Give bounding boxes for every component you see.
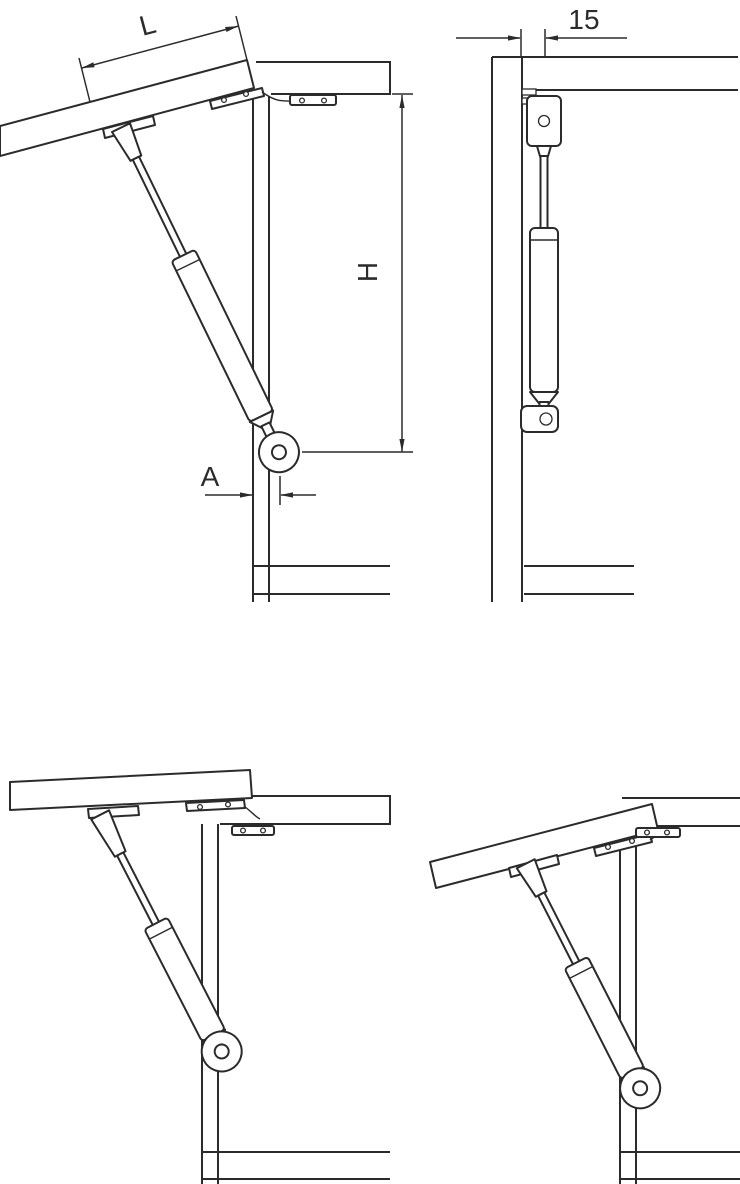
screw-icon xyxy=(239,827,247,834)
screw-icon xyxy=(628,837,636,845)
cabinet-top-board xyxy=(256,61,391,95)
screw-icon xyxy=(224,801,232,808)
pivot-pin xyxy=(537,114,551,128)
cylinder-body xyxy=(529,227,559,393)
screw-icon xyxy=(220,96,228,104)
dimension-15-label: 15 xyxy=(568,4,599,35)
dimension-A-label: A xyxy=(201,461,220,492)
hinge-plate-cabinet xyxy=(289,94,337,106)
screw-icon xyxy=(663,829,671,836)
view-flap-part-open xyxy=(429,797,740,1184)
dimension-A: A xyxy=(201,461,316,505)
hinge-plate-cabinet xyxy=(635,827,681,838)
hinge-plate-flap xyxy=(185,799,246,812)
cabinet-top-board xyxy=(204,795,391,825)
dimension-L: L xyxy=(78,8,248,103)
pivot-pin xyxy=(539,412,553,426)
dimension-L-label: L xyxy=(136,8,159,42)
dimension-H: H xyxy=(302,93,413,453)
screw-icon xyxy=(196,803,204,811)
gas-spring xyxy=(515,858,662,1110)
screw-icon xyxy=(643,829,651,836)
view-closed-side: 15 xyxy=(456,4,738,602)
gas-spring-closed xyxy=(520,95,562,433)
hinge-arm xyxy=(243,805,261,820)
mount-clip xyxy=(521,88,537,96)
flap-board xyxy=(0,59,255,157)
screw-icon xyxy=(320,97,328,104)
flap-board xyxy=(9,769,253,811)
view-flap-near-closed xyxy=(9,769,391,1184)
screw-icon xyxy=(242,90,250,98)
gas-spring xyxy=(111,122,300,474)
screw-icon xyxy=(298,97,306,104)
view-flap-open: L H A xyxy=(0,8,413,602)
gas-spring xyxy=(90,809,243,1073)
piston-rod xyxy=(539,155,549,233)
dimension-15: 15 xyxy=(456,4,627,56)
hinge-plate-cabinet xyxy=(231,825,275,836)
screw-icon xyxy=(259,827,267,834)
screw-icon xyxy=(604,843,612,851)
dimension-H-label: H xyxy=(352,262,383,282)
